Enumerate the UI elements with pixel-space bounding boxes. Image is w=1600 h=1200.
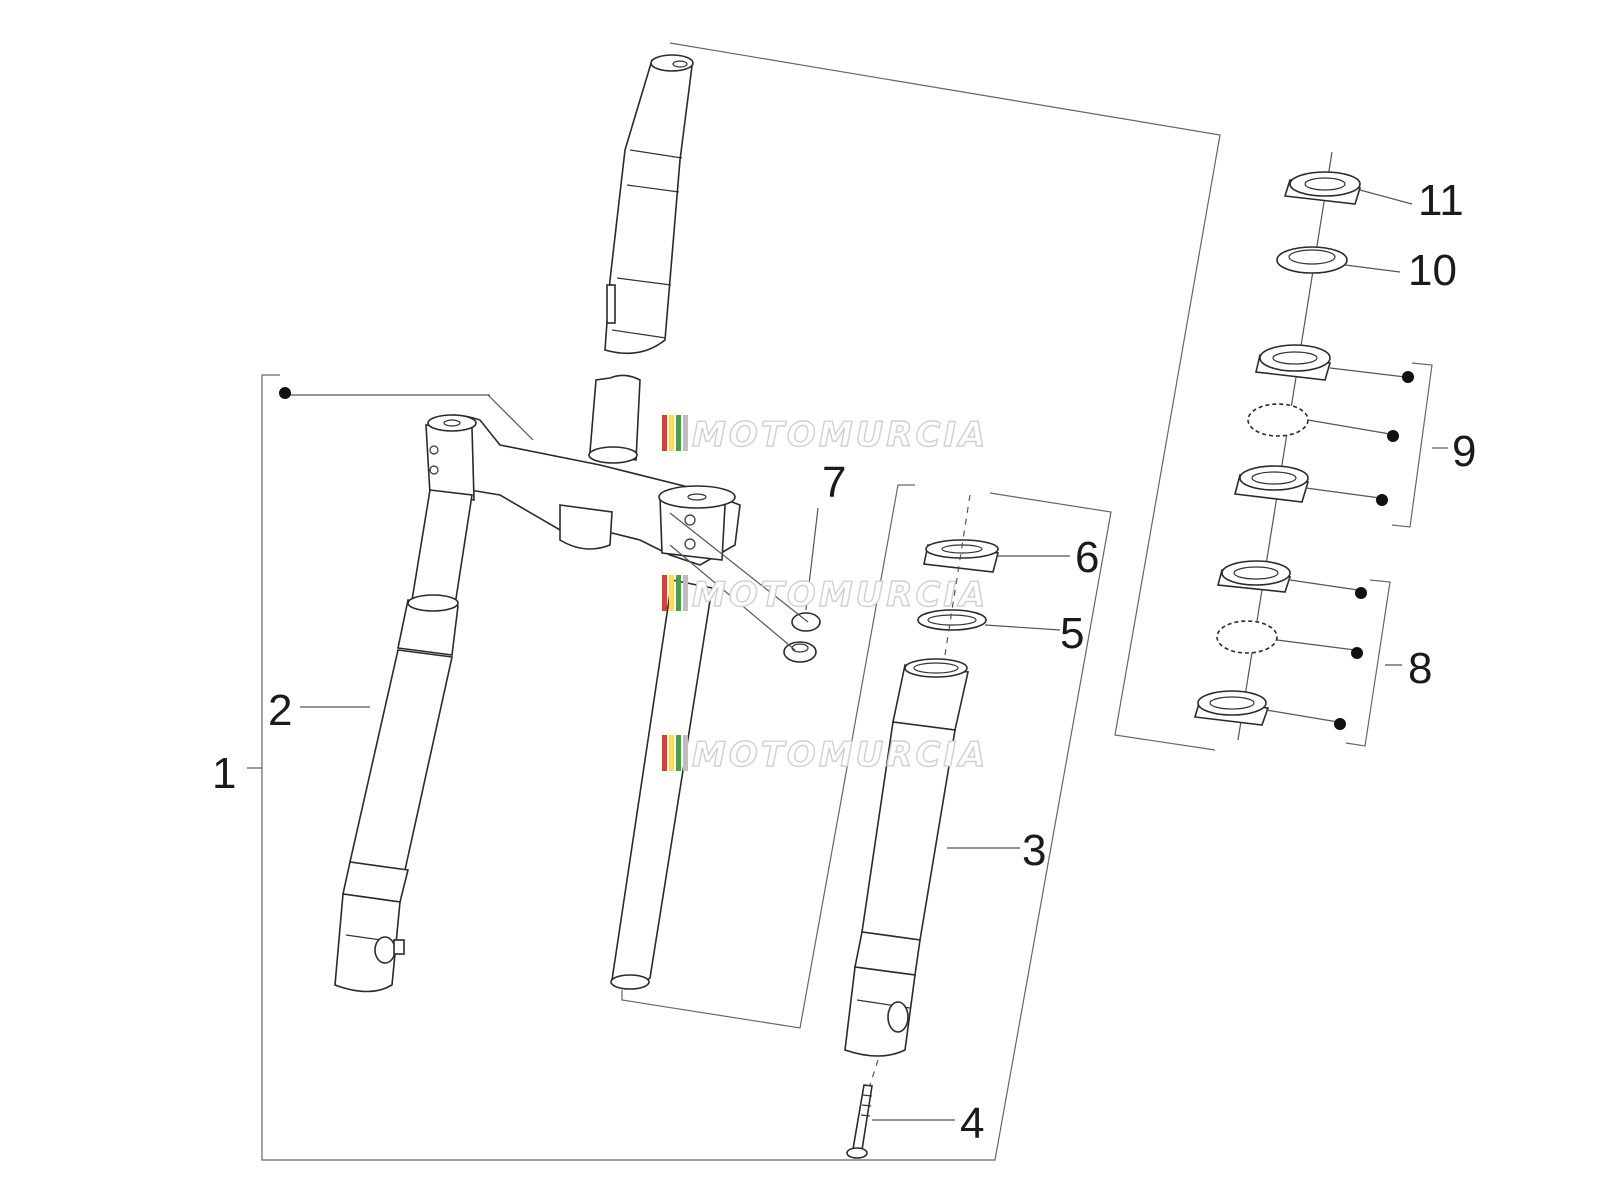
svg-text:MOTOMURCIA: MOTOMURCIA [692, 415, 988, 455]
callout-10: 10 [1408, 246, 1457, 295]
watermark-top: MOTOMURCIA [662, 414, 988, 456]
svg-text:MOTOMURCIA: MOTOMURCIA [692, 735, 988, 775]
callout-6: 6 [1075, 533, 1099, 582]
callout-3: 3 [1022, 826, 1046, 875]
dot-marker-9a [1402, 371, 1414, 383]
callout-5: 5 [1060, 609, 1084, 658]
dot-markers [279, 371, 1414, 730]
fork-crown-bridge [425, 414, 741, 566]
oil-seal-part-5 [917, 609, 987, 631]
bearing-set-part-9 [1233, 344, 1332, 503]
group-bracket-3 [621, 484, 915, 1029]
dust-cover-part-6 [923, 539, 1000, 573]
callout-7: 7 [822, 458, 846, 507]
dot-marker-9b [1387, 430, 1399, 442]
dot-marker-8b [1351, 647, 1363, 659]
callout-9: 9 [1452, 427, 1476, 476]
svg-text:MOTOMURCIA: MOTOMURCIA [692, 575, 988, 615]
bearing-set-part-8 [1193, 560, 1292, 726]
dot-marker-8c [1334, 718, 1346, 730]
dot-marker-1 [279, 387, 291, 399]
steering-column-lower [588, 374, 713, 990]
group-bracket-1 [261, 374, 1112, 1161]
dot-marker-8a [1355, 587, 1367, 599]
leader-lines [247, 189, 1448, 1121]
axis-line-right-leg [944, 494, 971, 656]
left-fork-leg [334, 489, 473, 993]
washer-part-10 [1276, 246, 1348, 274]
callout-2: 2 [268, 686, 292, 735]
right-fork-leg [844, 658, 969, 1057]
callout-4: 4 [960, 1099, 984, 1148]
group-bracket-8 [1345, 579, 1391, 747]
watermark-bottom: MOTOMURCIA [662, 734, 988, 776]
group-bracket-steering-tube [669, 42, 1221, 751]
callout-11: 11 [1418, 176, 1464, 225]
callout-8: 8 [1408, 644, 1432, 693]
screws-part-7 [783, 612, 821, 663]
ring-nut-part-11 [1283, 171, 1362, 205]
callout-1: 1 [212, 749, 236, 798]
steering-tube-upper [604, 54, 694, 355]
dot-marker-9c [1376, 494, 1388, 506]
axis-line-bolt [869, 1059, 879, 1086]
group-bracket-9 [1391, 362, 1433, 528]
watermark-middle: MOTOMURCIA [662, 574, 988, 616]
bolt-part-4 [846, 1084, 873, 1159]
